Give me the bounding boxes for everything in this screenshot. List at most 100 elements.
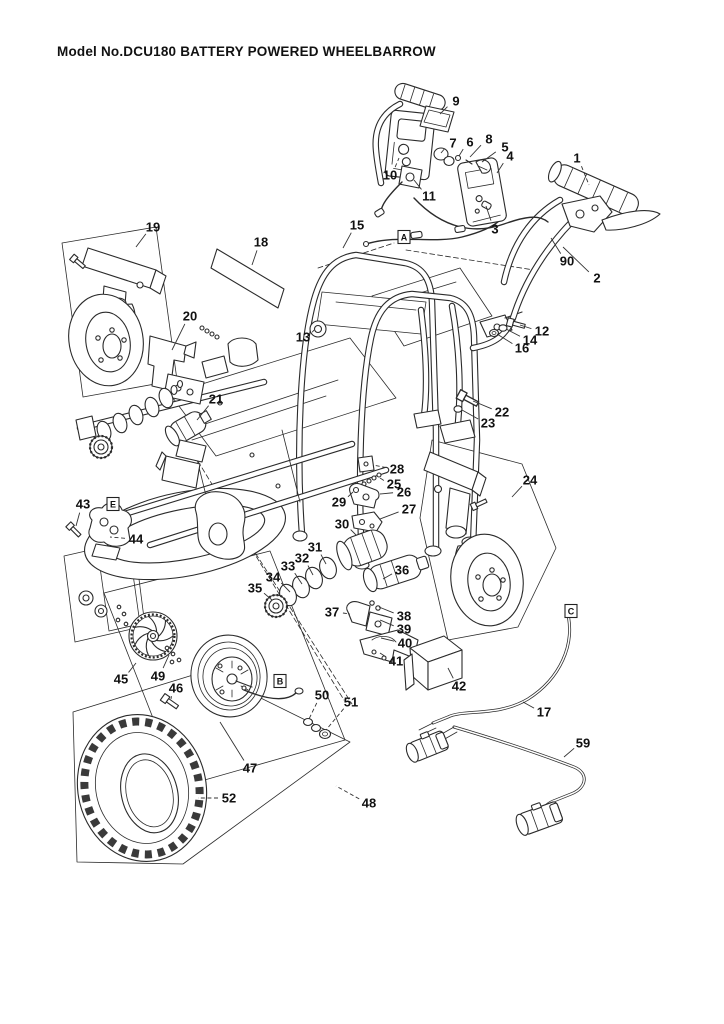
svg-text:8: 8 xyxy=(485,132,492,147)
wheel-motor-hub xyxy=(159,634,332,740)
svg-text:59: 59 xyxy=(576,736,590,751)
svg-text:31: 31 xyxy=(308,540,322,555)
part-label-28: 28 xyxy=(372,462,404,477)
svg-text:3: 3 xyxy=(491,222,498,237)
nut-29 xyxy=(352,486,360,494)
svg-text:38: 38 xyxy=(397,609,411,624)
name-plate xyxy=(210,248,285,309)
tire xyxy=(76,713,208,863)
washer-50 xyxy=(302,717,314,727)
part-label-10: 10 xyxy=(383,157,400,183)
part-label-18: 18 xyxy=(251,235,268,266)
handle-assembly xyxy=(362,82,661,352)
brake-disc xyxy=(128,611,182,665)
part-label-43: 43 xyxy=(75,497,90,527)
part-label-6: 6 xyxy=(458,135,474,157)
controller-case xyxy=(457,157,507,227)
part-label-7: 7 xyxy=(440,136,457,154)
part-label-33: 33 xyxy=(281,559,303,585)
part-label-34: 34 xyxy=(266,570,291,593)
part-label-9: 9 xyxy=(439,94,460,115)
ref-marker-E: E xyxy=(106,496,120,512)
cylinder-21 xyxy=(164,410,212,447)
svg-text:21: 21 xyxy=(209,392,223,407)
washer-23 xyxy=(453,405,463,413)
svg-text:42: 42 xyxy=(452,679,466,694)
bolt-41 xyxy=(371,649,377,655)
svg-text:23: 23 xyxy=(481,416,495,431)
part-label-12: 12 xyxy=(519,324,549,339)
svg-text:41: 41 xyxy=(389,654,403,669)
fasteners xyxy=(453,317,526,413)
cover xyxy=(403,635,463,691)
part-label-5: 5 xyxy=(481,140,509,163)
part-label-24: 24 xyxy=(511,473,538,498)
part-label-44: 44 xyxy=(109,532,144,547)
part-label-21: 21 xyxy=(196,392,223,421)
part-label-41: 41 xyxy=(379,652,403,669)
svg-text:14: 14 xyxy=(523,333,538,348)
part-label-29: 29 xyxy=(332,491,354,510)
part-label-4: 4 xyxy=(496,149,514,174)
caster-left xyxy=(68,247,167,387)
page-title: Model No.DCU180 BATTERY POWERED WHEELBAR… xyxy=(57,44,436,59)
part-label-11: 11 xyxy=(413,179,436,204)
part-label-37: 37 xyxy=(325,605,351,620)
bolt-46 xyxy=(159,693,180,710)
svg-text:4: 4 xyxy=(506,149,514,164)
part-label-30: 30 xyxy=(335,517,357,536)
part-label-31: 31 xyxy=(308,540,327,565)
svg-text:49: 49 xyxy=(151,669,165,684)
brake-lever xyxy=(561,195,661,233)
part-label-45: 45 xyxy=(114,662,137,687)
part-label-22: 22 xyxy=(472,400,509,420)
caster-right xyxy=(423,451,524,627)
part-label-35: 35 xyxy=(248,581,273,601)
svg-text:13: 13 xyxy=(296,330,310,345)
left-handle-grip xyxy=(394,82,446,112)
part-label-36: 36 xyxy=(382,563,409,580)
part-label-90: 90 xyxy=(550,237,574,269)
switch-control-box xyxy=(374,105,507,227)
pin-8 xyxy=(465,159,473,165)
part-label-20: 20 xyxy=(171,309,197,351)
svg-text:12: 12 xyxy=(535,324,549,339)
ring-7 xyxy=(433,147,449,161)
wire-harness-17 xyxy=(418,605,572,736)
connector-plug xyxy=(515,801,563,836)
mount-small-parts xyxy=(263,455,430,663)
ref-marker-B: B xyxy=(273,673,287,689)
part-label-16: 16 xyxy=(496,333,529,356)
svg-text:52: 52 xyxy=(222,791,236,806)
ref-marker-C: C xyxy=(564,603,578,619)
part-label-52: 52 xyxy=(198,791,236,806)
part-label-17: 17 xyxy=(522,701,551,720)
part-label-23: 23 xyxy=(461,409,495,431)
part-label-2: 2 xyxy=(562,246,601,286)
svg-text:2: 2 xyxy=(593,271,600,286)
ring-31 xyxy=(319,556,337,580)
key-washers xyxy=(78,590,129,627)
part-label-59: 59 xyxy=(563,736,590,758)
cylinder-30 xyxy=(336,529,388,571)
bracket-27 xyxy=(351,511,383,533)
part-label-38: 38 xyxy=(378,606,411,624)
svg-text:15: 15 xyxy=(350,218,364,233)
wire-harness-59 xyxy=(439,725,586,815)
part-label-46: 46 xyxy=(169,681,183,700)
nut-16 xyxy=(488,328,500,338)
washer-14 xyxy=(498,324,508,332)
svg-text:B: B xyxy=(277,677,284,687)
svg-text:6: 6 xyxy=(466,135,473,150)
svg-text:32: 32 xyxy=(295,551,309,566)
battery-terminal-cluster xyxy=(88,325,281,489)
svg-text:10: 10 xyxy=(383,168,397,183)
svg-text:27: 27 xyxy=(402,502,416,517)
svg-text:9: 9 xyxy=(452,94,459,109)
part-label-13: 13 xyxy=(296,330,315,345)
part-label-50: 50 xyxy=(308,688,329,720)
svg-text:90: 90 xyxy=(560,254,574,269)
svg-text:22: 22 xyxy=(495,405,509,420)
bolt-12 xyxy=(505,317,526,329)
svg-text:33: 33 xyxy=(281,559,295,574)
